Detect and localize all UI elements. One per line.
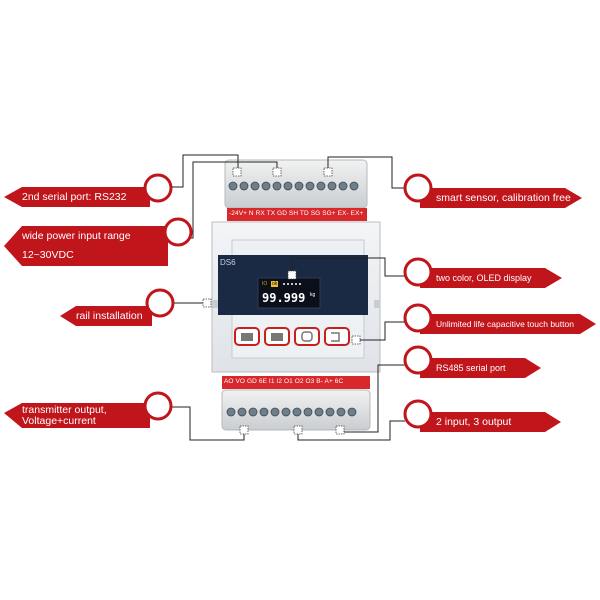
callout-io: 2 input, 3 output	[436, 416, 512, 428]
banner-rs485	[420, 358, 541, 378]
banner-rail	[60, 306, 152, 326]
rail-clip	[212, 300, 218, 308]
banner-smart-sensor	[420, 188, 582, 208]
banner-touch	[420, 314, 596, 334]
leader-rs485	[340, 364, 405, 433]
callout-rs232: 2nd serial port: RS232	[22, 191, 127, 203]
rail-clip-right	[374, 300, 380, 308]
button-icon-enter	[331, 332, 340, 342]
callout-rs485: RS485 serial port	[436, 363, 506, 373]
callout-oled: two color, OLED display	[436, 273, 532, 283]
banner-transmitter	[4, 403, 150, 428]
top-terminal-labels: -24V+ N RX TX GD SH TD SG SG+ EX- EX+	[229, 210, 364, 217]
callout-transmitter-line1: transmitter output,	[22, 404, 107, 416]
bubble-rail	[145, 288, 175, 318]
bubble-transmitter	[143, 391, 173, 421]
bubble-smart-sensor	[403, 173, 433, 203]
circle-bubbles	[143, 173, 433, 429]
leader-io	[297, 420, 405, 441]
oled-mark: IO	[262, 281, 268, 287]
banner-oled	[420, 268, 562, 288]
callout-touch: Unlimited life capacitive touch button	[436, 319, 574, 329]
bubble-power	[163, 217, 193, 247]
callout-rail: rail installation	[76, 310, 143, 322]
bubble-oled	[403, 257, 433, 287]
button-enter	[324, 327, 350, 346]
bottom-terminal-labels: AO VO GD 6E I1 I2 O1 O2 O3 B- A+ 6C	[224, 378, 344, 385]
top-screws	[228, 181, 359, 191]
banner-io	[420, 412, 561, 432]
oled-unit: kg	[310, 292, 316, 298]
leader-rs232	[165, 154, 239, 188]
touch-buttons	[234, 327, 350, 346]
banner-power	[4, 226, 168, 266]
oled-tag: ok	[271, 281, 279, 287]
oled-dots	[283, 283, 301, 285]
callout-power-line1: wide power input range	[22, 230, 131, 242]
button-icon-menu	[241, 333, 253, 341]
bottom-screws	[226, 407, 357, 417]
button-icon-tare	[271, 333, 283, 341]
bubble-touch	[403, 303, 433, 333]
device	[211, 159, 381, 431]
bottom-terminal-strip	[222, 376, 370, 389]
leader-transmitter	[165, 406, 245, 441]
callout-transmitter-line2: Voltage+current	[22, 415, 96, 427]
oled-value: 99.999	[262, 291, 306, 305]
top-terminal-strip	[227, 208, 367, 221]
leader-touch	[355, 321, 405, 341]
callout-smart-sensor: smart sensor, calibration free	[436, 192, 571, 204]
leader-smart-sensor	[327, 156, 405, 189]
leader-oled	[291, 257, 405, 277]
banner-rs232	[4, 187, 150, 207]
button-zero	[294, 327, 320, 346]
anchor-markers	[202, 167, 361, 435]
device-model-label: DS6	[220, 258, 236, 267]
left-banners	[4, 187, 168, 428]
callout-power-line2: 12~30VDC	[22, 249, 74, 261]
bubble-rs485	[403, 345, 433, 375]
button-icon-zero	[301, 331, 313, 342]
right-banners	[420, 188, 596, 432]
bubble-io	[403, 399, 433, 429]
bubble-rs232	[143, 173, 173, 203]
